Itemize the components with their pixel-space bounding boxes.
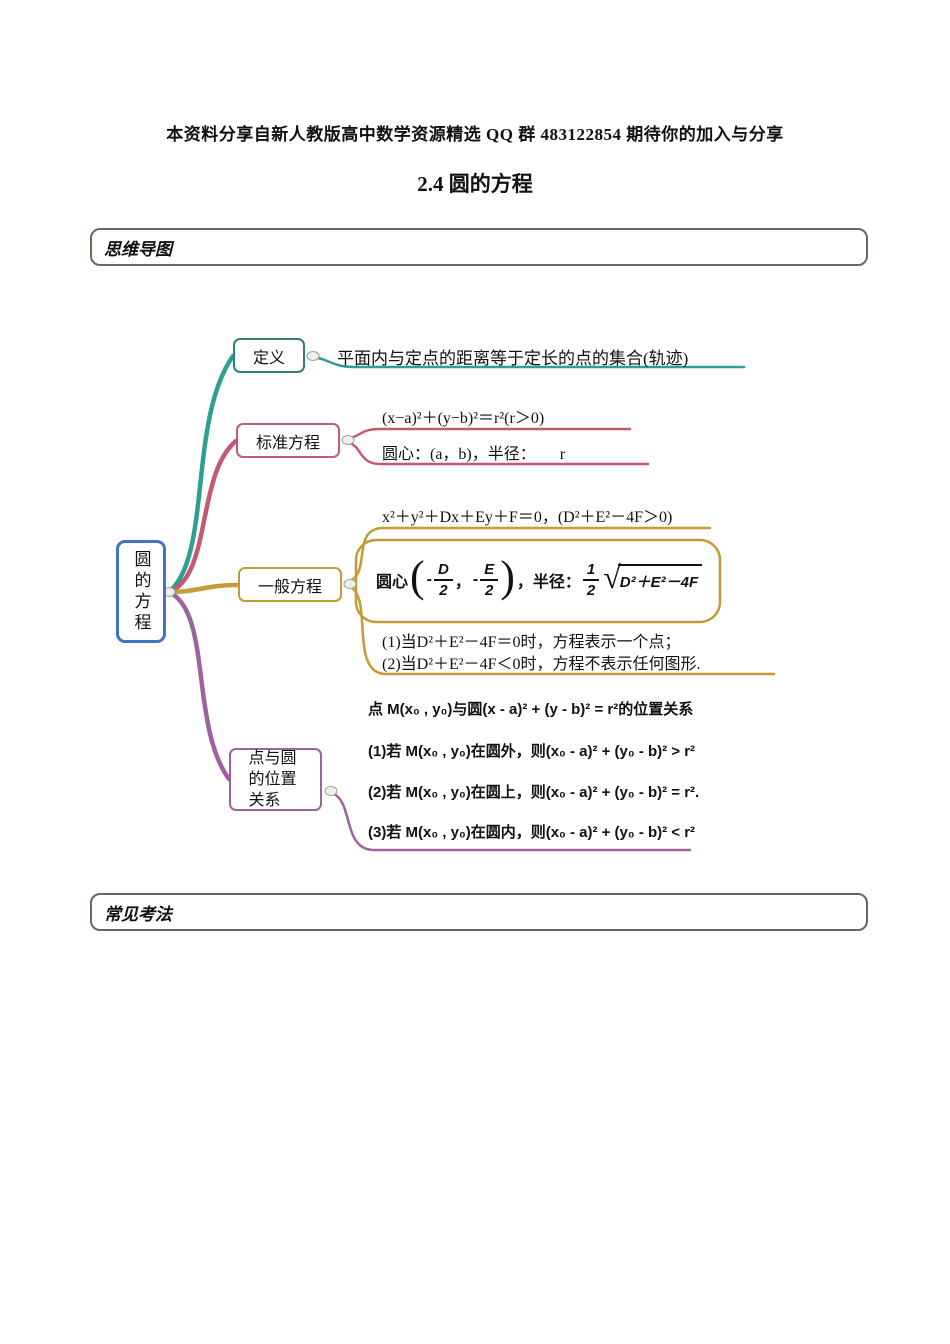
node-general-equation: 一般方程: [238, 567, 342, 602]
section-mindmap-header: 思维导图: [90, 228, 868, 266]
standard-equation-underline: [348, 427, 632, 440]
standard-center-underline: [348, 441, 650, 466]
general-equation-text: x²＋y²＋Dx＋Ey＋F＝0，(D²＋E²－4F＞0): [382, 509, 673, 526]
position-underline: [330, 791, 692, 852]
section-methods-header: 常见考法: [90, 893, 868, 931]
formula-minus-1: -: [426, 571, 432, 588]
radical-sign: √: [603, 559, 621, 595]
fraction-e-numerator: E: [480, 561, 499, 581]
node-standard-equation: 标准方程: [236, 423, 340, 458]
connector-dot-standard: [341, 435, 355, 445]
formula-radius-label: ，半径：: [516, 574, 581, 591]
branch-curve-general: [166, 582, 241, 595]
mindmap-root-label: 圆的方程: [131, 549, 151, 634]
position-item-3: (3)若 M(x₀ , y₀)在圆内，则(x₀ - a)² + (y₀ - b)…: [368, 824, 696, 841]
share-note: 本资料分享自新人教版高中数学资源精选 QQ 群 483122854 期待你的加入…: [166, 125, 784, 144]
radicand-text: D²＋E²－4F: [617, 564, 703, 592]
page-title: 2.4 圆的方程: [417, 172, 533, 196]
node-definition: 定义: [233, 338, 305, 373]
standard-center-text: 圆心：(a，b)，半径： r: [382, 446, 566, 463]
connector-dot-position: [324, 786, 338, 796]
formula-minus-2: -: [472, 571, 479, 588]
node-position-relation: 点与圆的位置关系: [229, 748, 322, 811]
position-item-1: (1)若 M(x₀ , y₀)在圆外，则(x₀ - a)² + (y₀ - b)…: [368, 743, 696, 760]
node-definition-label: 定义: [252, 349, 285, 367]
general-center-radius-formula: 圆心 ( - D 2 ， - E 2 ) ，半径： 1 2 √ D²＋E²－4F: [376, 552, 703, 608]
square-root: √ D²＋E²－4F: [603, 559, 703, 596]
fraction-half-numerator: 1: [582, 561, 600, 581]
general-formula-boundary: [354, 538, 722, 624]
fraction-half-denominator: 2: [586, 582, 596, 599]
general-notes-underline: [350, 586, 776, 676]
position-title-line: 点 M(x₀ , y₀)与圆(x - a)² + (y - b)² = r²的位…: [368, 701, 694, 718]
node-standard-label: 标准方程: [255, 434, 320, 452]
branch-curve-definition: [166, 353, 236, 595]
section-methods-label: 常见考法: [104, 904, 172, 924]
connector-dot-general: [343, 579, 357, 589]
general-note-1: (1)当D²＋E²－4F＝0时，方程表示一个点；: [382, 634, 681, 651]
section-mindmap-label: 思维导图: [104, 239, 172, 259]
position-item-2: (2)若 M(x₀ , y₀)在圆上，则(x₀ - a)² + (y₀ - b)…: [368, 784, 700, 801]
mindmap-root-node: 圆的方程: [116, 540, 166, 643]
connector-dot-definition: [306, 351, 320, 361]
node-position-label: 点与圆的位置关系: [248, 750, 297, 809]
standard-equation-text: (x−a)²＋(y−b)²＝r²(r＞0): [382, 410, 545, 427]
fraction-d-numerator: D: [434, 561, 453, 581]
fraction-d-denominator: 2: [439, 582, 448, 599]
fraction-e-over-2: E 2: [480, 561, 499, 600]
fraction-one-half: 1 2: [582, 561, 600, 600]
branch-curve-standard: [166, 438, 239, 595]
fraction-e-denominator: 2: [485, 582, 494, 599]
formula-center-label: 圆心: [376, 574, 409, 591]
branch-curve-position: [166, 589, 232, 782]
definition-description: 平面内与定点的距离等于定长的点的集合(轨迹): [337, 349, 689, 368]
fraction-d-over-2: D 2: [434, 561, 453, 600]
node-general-label: 一般方程: [257, 578, 322, 596]
formula-comma: ，: [454, 574, 471, 591]
general-note-2: (2)当D²＋E²－4F＜0时，方程不表示任何图形.: [382, 656, 701, 673]
